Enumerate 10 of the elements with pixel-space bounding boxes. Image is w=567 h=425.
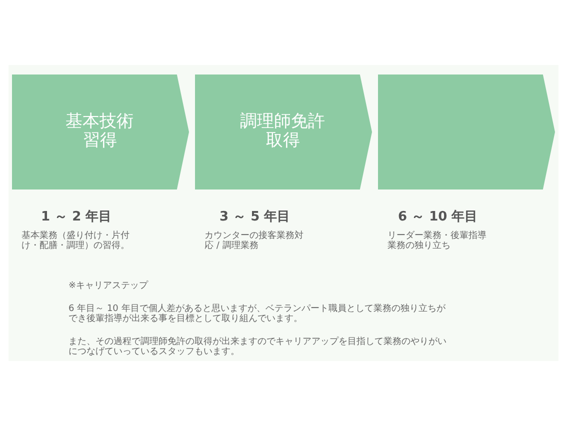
- label: ※キャリアステップ: [68, 280, 148, 291]
- label: また、その過程で調理師免許の取得が出来ますのでキャリアアップを目指して業務のやりがいにつなげていっているスタッフもいます。: [68, 336, 446, 357]
- node-label: 6 ～ 10 年目: [398, 208, 478, 224]
- node-label: カウンターの接客業務対応 / 調理業務: [204, 230, 304, 251]
- node-chevron: [378, 74, 556, 189]
- node-label: 基本業務（盛り付け・片付け・配膳・調理）の習得。: [22, 230, 130, 251]
- label: 6 年目～ 10 年目で個人差があると思いますが、ベテランパート職員として業務の独り立ちができ後輩指導が出来る事を目標として取り組んでいます。: [68, 304, 446, 324]
- node-label: 3 ～ 5 年目: [220, 208, 290, 224]
- node-label: リーダー業務・後輩指導業務の独り立ち: [388, 230, 486, 251]
- node-label: 1 ～ 2 年目: [41, 208, 112, 224]
